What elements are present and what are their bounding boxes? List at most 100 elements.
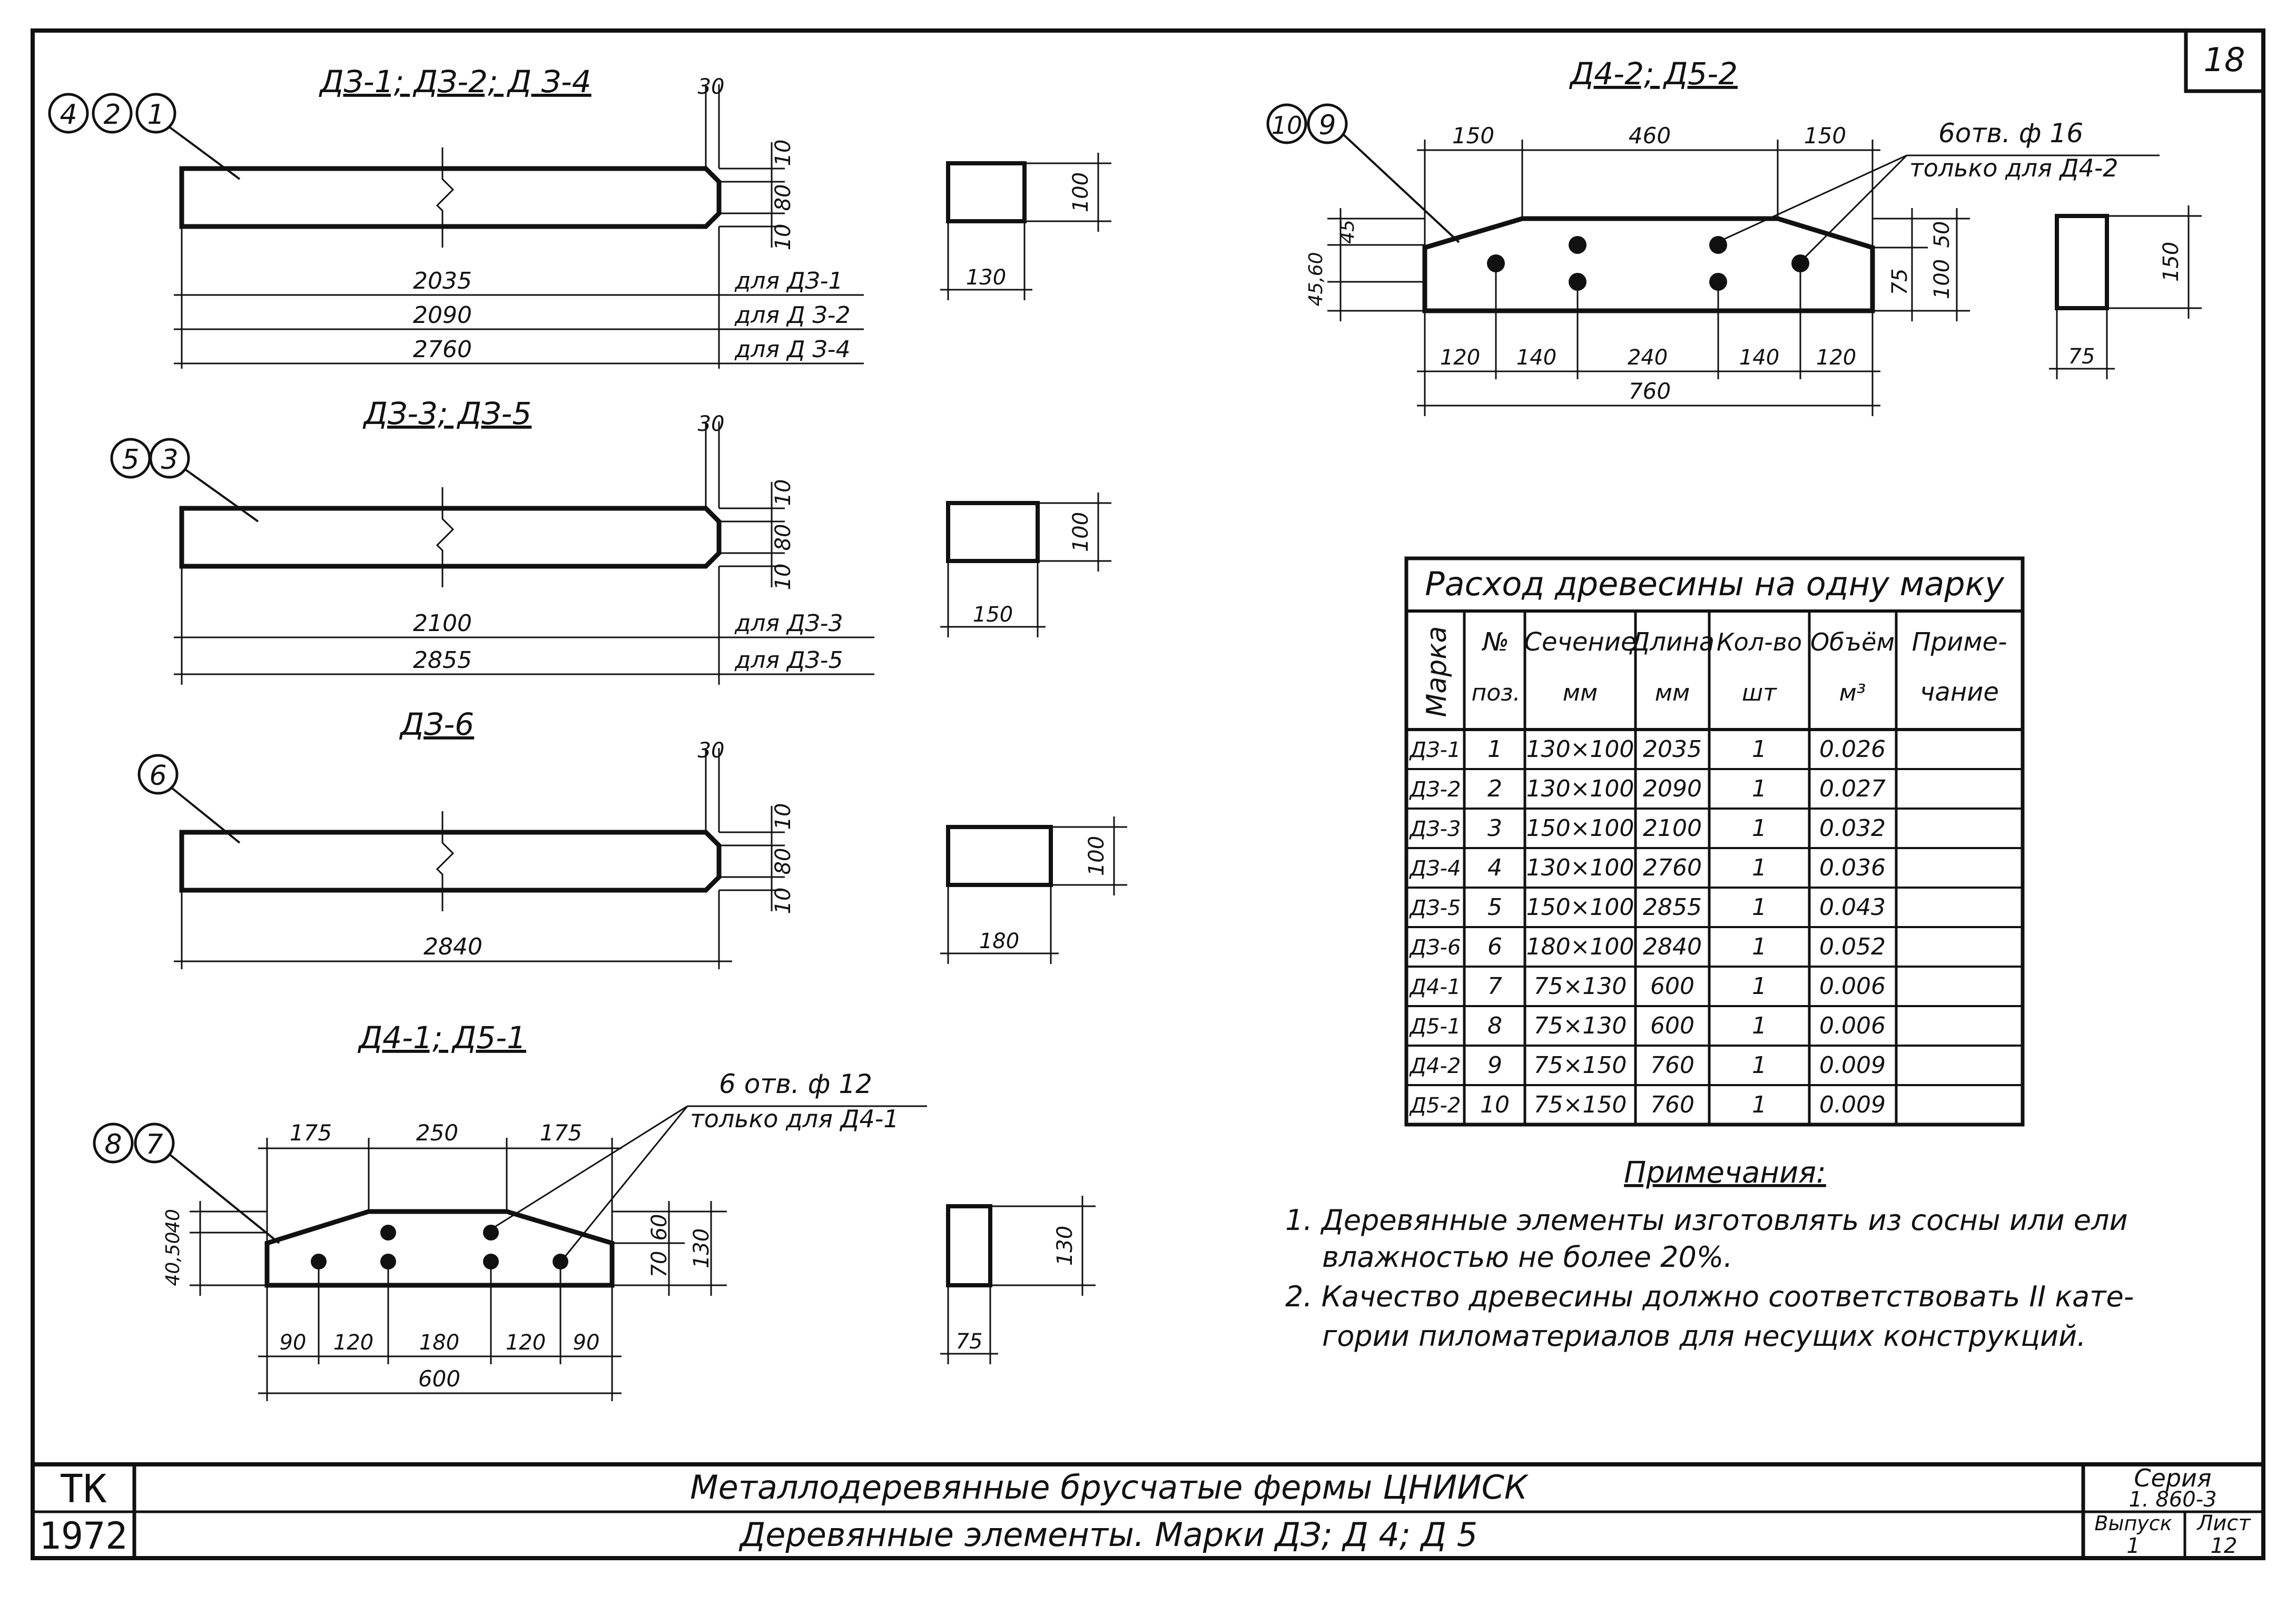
page-number-box: 18 — [2184, 28, 2265, 93]
list-value: 12 — [2211, 1534, 2238, 1558]
table-cell: ДЗ-3 — [1409, 817, 1461, 841]
table-header-length-2: мм — [1655, 680, 1690, 706]
table-cell: 0.006 — [1819, 1012, 1886, 1039]
d3-124-break — [436, 147, 455, 248]
d4-1-bottom-dim-3: 180 — [419, 1331, 459, 1355]
table-cell: 2855 — [1643, 894, 1702, 921]
d3-124-length-3: 2760 — [413, 336, 472, 363]
table-cell: 0.006 — [1819, 973, 1886, 1000]
d4-2-top-dim-2: 460 — [1629, 123, 1671, 149]
d3-6-chamfer: 30 — [698, 739, 725, 763]
d3-35-break — [436, 487, 455, 587]
table-cell: 3 — [1487, 815, 1502, 842]
drawing-d4-1: Д4-1; Д5-1 8 7 6 отв. ф 12 только для Д4… — [93, 1020, 1096, 1401]
d4-1-bottom-dim-1: 90 — [280, 1331, 307, 1355]
callout-4: 4 — [60, 99, 77, 131]
d3-6-break — [436, 811, 455, 911]
drawing-d3-6: ДЗ-6 6 30 10 80 10 2840 100 180 — [137, 706, 1127, 969]
d3-124-section — [946, 161, 1027, 223]
table-cell: Д5-1 — [1409, 1015, 1461, 1039]
d3-124-section-width: 130 — [966, 265, 1006, 290]
d4-2-left-dim-2: 45 — [1337, 220, 1358, 244]
note-line-1: 1. Деревянные элементы изготовлять из со… — [1285, 1204, 2128, 1237]
table-cell: 75×150 — [1534, 1091, 1627, 1118]
d4-2-bottom-dim-4: 140 — [1739, 346, 1779, 370]
table-cell: 1 — [1752, 815, 1767, 842]
table-cell: 0.027 — [1819, 775, 1886, 802]
table-header-pos-2: поз. — [1471, 680, 1520, 706]
d3-124-dim-top: 10 — [771, 140, 795, 166]
d4-2-right-dim-3: 100 — [1930, 259, 1954, 299]
callout-10: 10 — [1272, 111, 1303, 140]
stamp-tk: ТК — [60, 1466, 107, 1512]
table-cell: 600 — [1650, 973, 1694, 1000]
table-cell: 2090 — [1643, 775, 1702, 802]
table-header-qty-2: шт — [1742, 680, 1777, 706]
table-cell: 10 — [1480, 1091, 1510, 1118]
table-cell: Д4-1 — [1409, 975, 1461, 999]
callout-6: 6 — [149, 760, 166, 792]
table-header-volume-1: Объём — [1810, 628, 1895, 656]
d3-124-length-2: 2090 — [413, 302, 472, 329]
table-cell: 1 — [1752, 1052, 1767, 1079]
d4-1-top-dim-3: 175 — [540, 1120, 582, 1146]
d3-124-beam — [179, 166, 722, 229]
drawing-d4-2: Д4-2; Д5-2 10 9 6отв. ф 16 только для Д4… — [1266, 56, 2202, 416]
timber-table: Расход древесины на одну марку Марка № п… — [1404, 556, 2025, 1127]
d3-35-dim-bot: 10 — [771, 564, 795, 590]
d4-1-total: 600 — [418, 1366, 460, 1392]
d4-2-bottom-dim-3: 240 — [1628, 346, 1668, 370]
d4-2-bottom-dim-1: 120 — [1440, 346, 1480, 370]
d4-2-holes — [1487, 236, 1809, 291]
table-header-section-1: Сечение — [1524, 627, 1636, 657]
stamp-year: 1972 — [39, 1514, 128, 1558]
callout-5: 5 — [122, 444, 139, 476]
d4-2-top-dim-1: 150 — [1452, 123, 1494, 149]
d3-124-title: ДЗ-1; ДЗ-2; Д З-4 — [318, 64, 591, 100]
d3-35-note-1: для ДЗ-3 — [734, 610, 843, 637]
table-cell: 1 — [1752, 1012, 1767, 1039]
title-sub: Деревянные элементы. Марки ДЗ; Д 4; Д 5 — [738, 1515, 1477, 1554]
table-header-note-1: Приме- — [1912, 627, 2007, 657]
d3-35-length-1: 2100 — [413, 610, 472, 637]
d4-2-right-dim-1: 50 — [1930, 221, 1954, 248]
table-cell: 600 — [1650, 1012, 1694, 1039]
d3-35-section-height: 100 — [1069, 512, 1093, 552]
table-header-section-2: мм — [1563, 680, 1598, 706]
table-cell: 0.026 — [1819, 736, 1886, 763]
table-cell: 6 — [1487, 933, 1502, 960]
table-cell: 1 — [1752, 736, 1767, 763]
d4-1-left-dim-2: 40 — [162, 1209, 184, 1233]
d3-6-beam — [179, 830, 722, 893]
notes-block: Примечания: 1. Деревянные элементы изгот… — [1285, 1156, 2134, 1353]
d3-124-dim-bot: 10 — [771, 224, 795, 251]
series-value: 1. 860-3 — [2129, 1488, 2216, 1512]
table-cell: 1 — [1487, 736, 1502, 763]
sheet-frame — [31, 28, 2265, 1560]
d3-35-chamfer: 30 — [698, 412, 725, 436]
d3-6-dim-mid: 80 — [771, 848, 795, 875]
d4-1-title: Д4-1; Д5-1 — [357, 1020, 526, 1056]
callout-9: 9 — [1318, 110, 1336, 141]
d3-35-section — [946, 501, 1040, 563]
callout-3: 3 — [161, 444, 178, 476]
d4-1-right-dim-3: 130 — [689, 1228, 714, 1268]
d4-2-bottom-dim-2: 140 — [1516, 346, 1556, 370]
drawing-d3-124: ДЗ-1; ДЗ-2; Д З-4 4 2 1 30 10 80 10 2035… — [48, 64, 1111, 369]
d3-124-section-height: 100 — [1069, 172, 1093, 212]
d3-6-dim-bot: 10 — [771, 888, 795, 914]
d4-1-bottom-dim-4: 120 — [506, 1331, 546, 1355]
table-cell: ДЗ-5 — [1409, 896, 1461, 920]
table-cell: 75×130 — [1534, 1012, 1627, 1039]
table-cell: ДЗ-2 — [1409, 777, 1461, 802]
callout-7: 7 — [145, 1129, 163, 1160]
table-title: Расход древесины на одну марку — [1425, 565, 2005, 603]
table-cell: 0.043 — [1819, 894, 1886, 921]
